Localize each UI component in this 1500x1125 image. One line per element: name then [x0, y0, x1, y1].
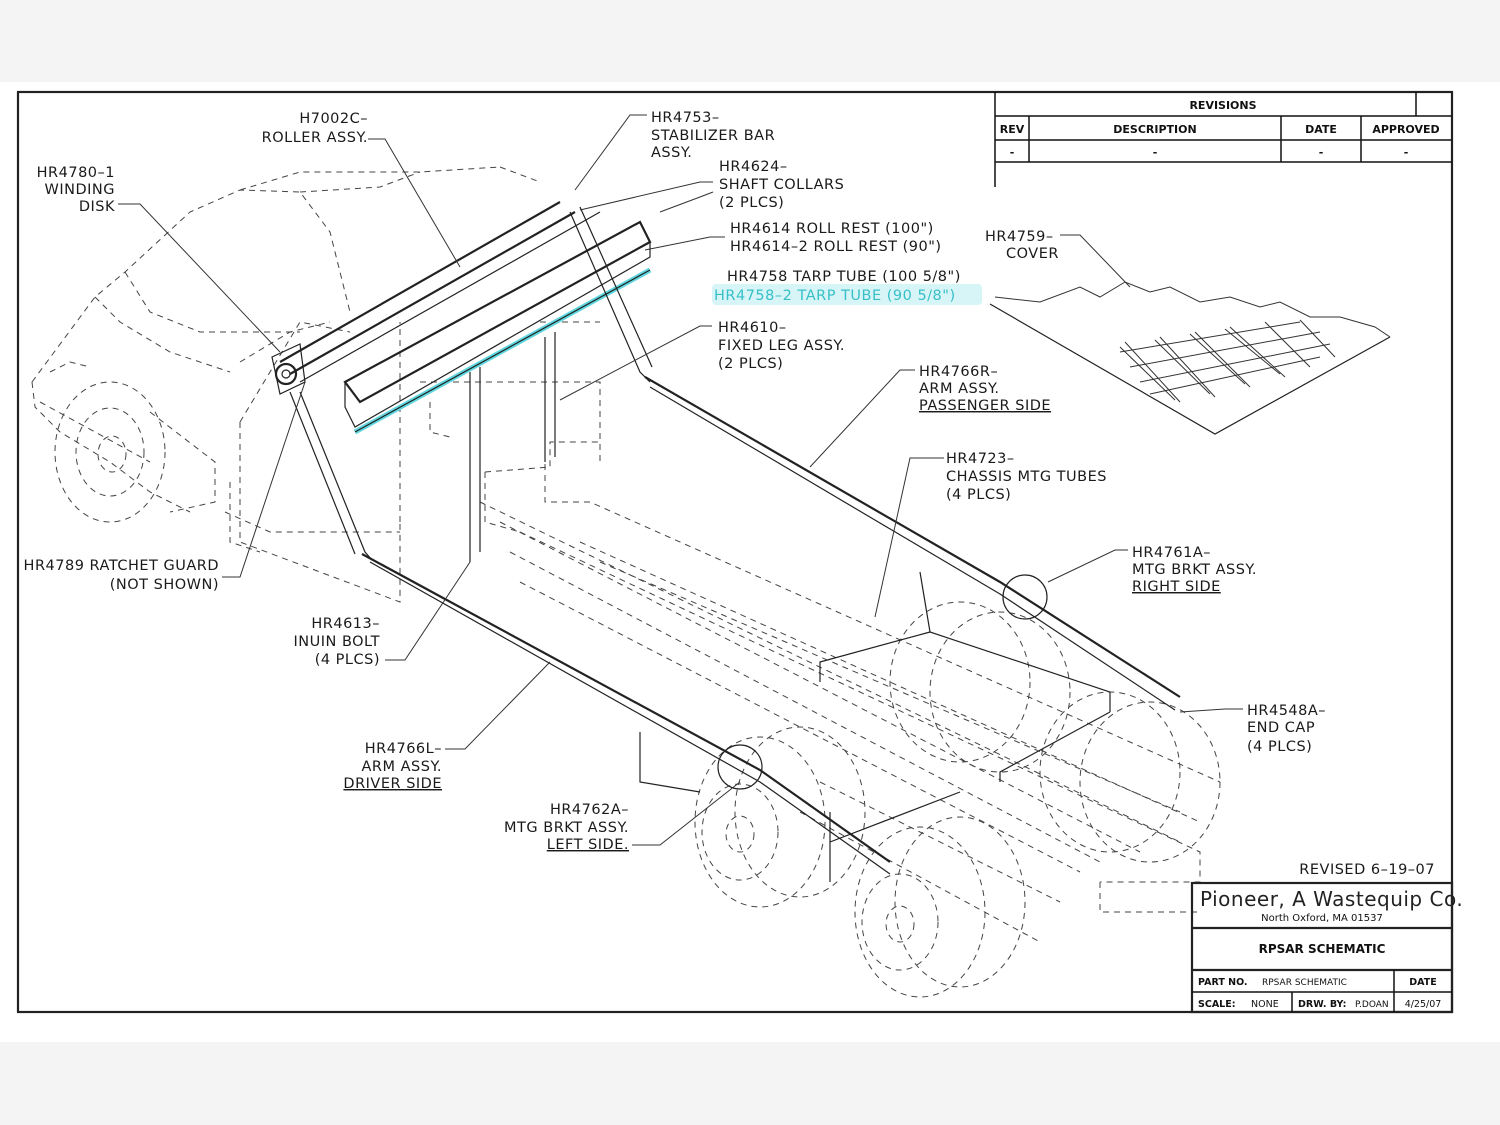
svg-text:PASSENGER SIDE: PASSENGER SIDE [919, 398, 1051, 414]
revised-date: REVISED 6–19–07 [1299, 862, 1435, 878]
svg-text:HR4758 TARP TUBE (100 5/8"): HR4758 TARP TUBE (100 5/8") [727, 269, 961, 285]
svg-text:HR4766L–: HR4766L– [365, 741, 442, 757]
svg-text:CHASSIS MTG TUBES: CHASSIS MTG TUBES [946, 469, 1107, 485]
callout-h7002c: H7002C– ROLLER ASSY. [262, 111, 368, 146]
svg-text:SHAFT COLLARS: SHAFT COLLARS [719, 177, 844, 193]
svg-text:COVER: COVER [1006, 246, 1059, 262]
date-value: 4/25/07 [1405, 999, 1442, 1010]
svg-text:STABILIZER BAR: STABILIZER BAR [651, 128, 775, 144]
svg-text:RIGHT SIDE: RIGHT SIDE [1132, 579, 1221, 595]
approved-header: APPROVED [1372, 123, 1439, 136]
rev-cell: - [1010, 146, 1015, 159]
svg-text:INUIN BOLT: INUIN BOLT [293, 634, 380, 650]
svg-text:HR4780–1: HR4780–1 [37, 165, 115, 181]
callout-hr4758: HR4758 TARP TUBE (100 5/8") HR4758–2 TAR… [712, 269, 982, 305]
svg-text:HR4624–: HR4624– [719, 159, 788, 175]
svg-text:HR4766R–: HR4766R– [919, 364, 998, 380]
approved-cell: - [1404, 146, 1409, 159]
arm-assemblies [289, 206, 1181, 882]
company-name: Pioneer, A Wastequip Co. [1200, 887, 1463, 911]
revisions-table: REVISIONS REV DESCRIPTION DATE APPROVED … [994, 92, 1452, 187]
drawing-sheet: REVISIONS REV DESCRIPTION DATE APPROVED … [0, 82, 1500, 1042]
svg-text:H7002C–: H7002C– [299, 111, 368, 127]
scale-value: NONE [1251, 999, 1279, 1010]
callout-hr4766l: HR4766L– ARM ASSY. DRIVER SIDE [343, 741, 442, 792]
svg-text:(2 PLCS): (2 PLCS) [719, 195, 784, 211]
svg-text:(2 PLCS): (2 PLCS) [718, 356, 783, 372]
scale-label: SCALE: [1198, 999, 1236, 1010]
callout-hr4753: HR4753– STABILIZER BAR ASSY. [651, 110, 775, 161]
callout-hr4614: HR4614 ROLL REST (100") HR4614–2 ROLL RE… [730, 221, 942, 255]
truck-cab [31, 166, 541, 553]
svg-text:FIXED LEG ASSY.: FIXED LEG ASSY. [718, 338, 845, 354]
chassis-frame [239, 321, 1221, 943]
svg-text:HR4610–: HR4610– [718, 320, 787, 336]
date-header: DATE [1305, 123, 1337, 136]
revisions-title: REVISIONS [1189, 99, 1256, 112]
svg-text:(NOT SHOWN): (NOT SHOWN) [110, 577, 219, 593]
svg-text:HR4613–: HR4613– [311, 616, 380, 632]
svg-text:ARM ASSY.: ARM ASSY. [919, 381, 999, 397]
callout-hr4766r: HR4766R– ARM ASSY. PASSENGER SIDE [919, 364, 1051, 414]
svg-text:HR4614–2 ROLL REST (90"): HR4614–2 ROLL REST (90") [730, 239, 942, 255]
svg-text:WINDING: WINDING [45, 182, 116, 198]
rear-wheels [694, 601, 1221, 998]
schematic-drawing: REVISIONS REV DESCRIPTION DATE APPROVED … [16, 90, 1463, 1014]
svg-text:HR4548A–: HR4548A– [1247, 703, 1326, 719]
svg-text:HR4753–: HR4753– [651, 110, 720, 126]
leader-lines [118, 114, 1243, 846]
callout-hr4613: HR4613– INUIN BOLT (4 PLCS) [293, 616, 380, 668]
drawn-by-label: DRW. BY: [1298, 999, 1346, 1010]
callout-hr4789: HR4789 RATCHET GUARD (NOT SHOWN) [24, 558, 219, 593]
callout-hr4624: HR4624– SHAFT COLLARS (2 PLCS) [719, 159, 844, 211]
svg-text:HR4614 ROLL REST (100"): HR4614 ROLL REST (100") [730, 221, 934, 237]
svg-text:HR4762A–: HR4762A– [550, 802, 629, 818]
svg-text:DRIVER SIDE: DRIVER SIDE [343, 776, 442, 792]
svg-text:HR4723–: HR4723– [946, 451, 1015, 467]
svg-text:HR4759–: HR4759– [985, 229, 1054, 245]
part-no-label: PART NO. [1198, 977, 1248, 988]
svg-text:MTG BRKT ASSY.: MTG BRKT ASSY. [1132, 562, 1257, 578]
callout-hr4759: HR4759– COVER [985, 229, 1059, 262]
svg-text:ROLLER ASSY.: ROLLER ASSY. [262, 130, 368, 146]
svg-text:DISK: DISK [79, 199, 115, 215]
drawing-border [16, 90, 1454, 1014]
tarp-tube-label-highlight [712, 284, 982, 305]
callout-hr4780-1: HR4780–1 WINDING DISK [37, 165, 115, 215]
svg-text:(4 PLCS): (4 PLCS) [946, 487, 1011, 503]
callout-hr4762a: HR4762A– MTG BRKT ASSY. LEFT SIDE. [504, 802, 629, 853]
svg-text:ARM ASSY.: ARM ASSY. [362, 759, 442, 775]
drawn-by-value: P.DOAN [1355, 1000, 1389, 1010]
svg-text:LEFT SIDE.: LEFT SIDE. [547, 837, 629, 853]
svg-text:HR4761A–: HR4761A– [1132, 545, 1211, 561]
rev-header: REV [1000, 123, 1025, 136]
svg-text:END CAP: END CAP [1247, 720, 1315, 736]
part-no-value: RPSAR SCHEMATIC [1262, 978, 1347, 988]
svg-text:(4 PLCS): (4 PLCS) [315, 652, 380, 668]
description-cell: - [1153, 146, 1158, 159]
company-address: North Oxford, MA 01537 [1261, 913, 1383, 924]
date-cell: - [1319, 146, 1324, 159]
callout-hr4610: HR4610– FIXED LEG ASSY. (2 PLCS) [718, 320, 845, 372]
date-label: DATE [1409, 977, 1436, 988]
svg-text:ASSY.: ASSY. [651, 145, 692, 161]
drawing-title: RPSAR SCHEMATIC [1259, 942, 1386, 956]
title-block: Pioneer, A Wastequip Co. North Oxford, M… [1190, 881, 1463, 1014]
callout-hr4761a: HR4761A– MTG BRKT ASSY. RIGHT SIDE [1132, 545, 1257, 595]
callout-hr4723: HR4723– CHASSIS MTG TUBES (4 PLCS) [946, 451, 1107, 503]
description-header: DESCRIPTION [1113, 123, 1196, 136]
svg-text:HR4758–2 TARP TUBE (90 5/8"): HR4758–2 TARP TUBE (90 5/8") [714, 288, 956, 304]
svg-text:MTG BRKT ASSY.: MTG BRKT ASSY. [504, 820, 629, 836]
roller-assembly [271, 201, 652, 428]
svg-text:HR4789 RATCHET GUARD: HR4789 RATCHET GUARD [24, 558, 219, 574]
callout-hr4548a: HR4548A– END CAP (4 PLCS) [1247, 703, 1326, 755]
svg-text:(4 PLCS): (4 PLCS) [1247, 739, 1312, 755]
tarp-cover [989, 281, 1391, 435]
